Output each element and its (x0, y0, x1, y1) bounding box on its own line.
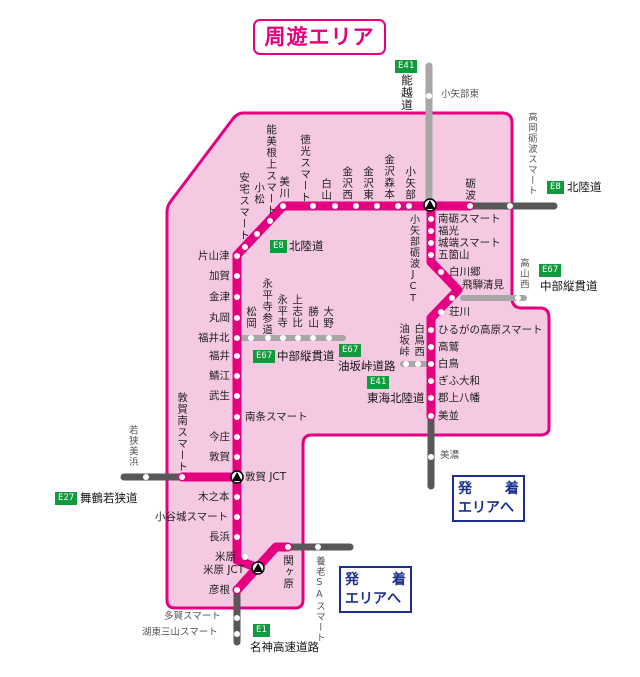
noetsu-name: 能越道 (400, 74, 414, 112)
station-tsuruga-minami: 敦賀南スマート (176, 392, 189, 473)
meishin-route (232, 542, 293, 595)
station-oyabe-higashi: 小矢部東 (441, 89, 480, 100)
station-tokumitsu: 徳光スマート (299, 134, 312, 203)
station-aburasaka-toge: 油坂峠 (398, 323, 411, 358)
station-eiheiji: 永平寺 (276, 294, 289, 329)
station-yoro: 養老SAスマート (313, 556, 325, 643)
station-imajo: 今庄 (209, 431, 230, 443)
station-takaoka-tonami: 高岡砺波スマート (525, 112, 537, 196)
station-kinomoto: 木之本 (198, 491, 230, 503)
station-eiheiji-sando: 永平寺参道 (261, 278, 274, 336)
hokuriku-inner-name: 北陸道 (289, 239, 324, 253)
meishin-name: 名神高速道路 (250, 640, 319, 654)
station-ataka: 安宅スマート (238, 172, 251, 241)
station-hakusan: 白山 (320, 178, 333, 201)
junction-tsuruga-icon (230, 470, 244, 484)
station-fukumitsu: 福光 (438, 225, 459, 237)
station-gujo-hachiman: 郡上八幡 (438, 392, 480, 404)
departure-label: 発 (458, 481, 472, 497)
station-komatsu: 小松 (253, 182, 266, 205)
station-shirotori-nishi: 白鳥西 (413, 323, 426, 358)
station-hida-kiyomi: 飛騨清見 (462, 279, 504, 291)
station-fukui: 福井 (209, 350, 230, 362)
station-minami: 美並 (438, 410, 459, 422)
station-koto-sanzan: 湖東三山スマート (142, 627, 218, 638)
station-kaga: 加賀 (209, 270, 230, 282)
departure-area-box: 発 着 エリアへ (452, 475, 525, 522)
chubu-inner-badge: E67 (253, 350, 276, 363)
station-shokawa: 荘川 (449, 306, 470, 318)
station-shirotori: 白鳥 (438, 358, 459, 370)
station-katsuyama: 勝山 (307, 306, 320, 329)
station-tonami: 砺波 (464, 178, 477, 201)
station-mikawa: 美川 (278, 176, 291, 199)
station-kanazawa-nishi: 金沢西 (341, 166, 354, 201)
station-odanijo: 小谷城スマート (155, 511, 229, 523)
meishin-badge: E1 (253, 624, 270, 637)
station-maruoka: 丸岡 (209, 312, 230, 324)
station-fukui-kita: 福井北 (198, 332, 230, 344)
station-hikone: 彦根 (209, 584, 230, 596)
station-ono: 大野 (322, 306, 335, 329)
to-area-label: エリアへ (345, 591, 401, 607)
station-johana: 城端スマート (438, 237, 501, 249)
arrival-label: 着 (505, 481, 519, 497)
station-nanjo: 南条スマート (245, 411, 308, 423)
hokuriku-top-name: 北陸道 (567, 180, 602, 194)
station-hirugano: ひるがの高原スマート (438, 324, 543, 336)
station-dots (143, 93, 521, 637)
station-maibara: 米原 (215, 551, 236, 563)
station-kanazu: 金津 (209, 291, 230, 303)
station-katayamazu: 片山津 (198, 250, 230, 262)
station-matsuoka: 松岡 (245, 306, 258, 329)
station-sabae: 鯖江 (209, 370, 230, 382)
station-taga: 多賀スマート (164, 611, 221, 622)
hokuriku-inner-badge: E8 (270, 240, 287, 253)
junction-maibara: 米原 JCT (203, 564, 245, 576)
station-nomi-neagari: 能美根上スマート (265, 124, 278, 216)
station-shirakawago: 白川郷 (449, 266, 481, 278)
junction-koyabe-tonami: 小矢部砺波JCT (407, 214, 419, 305)
station-takefu: 武生 (209, 390, 230, 402)
chubu-right-name: 中部縦貫道 (540, 279, 598, 293)
station-gokayama: 五箇山 (438, 249, 470, 261)
station-tsuruga: 敦賀 (209, 451, 230, 463)
junction-koyabe-tonami-icon (423, 198, 437, 212)
departure-label: 発 (345, 572, 359, 588)
station-takayama-nishi: 高山西 (517, 258, 529, 290)
noetsu-badge: E41 (395, 60, 418, 73)
hokuriku-top-badge: E8 (547, 181, 564, 194)
station-nagahama: 長浜 (209, 531, 230, 543)
station-oyabe: 小矢部 (404, 166, 417, 201)
station-takasu: 高鷲 (438, 341, 459, 353)
station-wakasa-mihama: 若狭美浜 (126, 425, 138, 467)
station-sekigahara: 関ヶ原 (282, 555, 295, 590)
station-kanazawa-morimoto: 金沢森本 (383, 154, 396, 200)
arrival-label: 着 (392, 572, 406, 588)
touring-area (165, 111, 551, 610)
maizuru-badge: E27 (55, 492, 78, 505)
station-mino: 美濃 (440, 450, 460, 461)
station-nanto: 南砺スマート (438, 213, 501, 225)
station-kamishihi: 上志比 (291, 294, 304, 329)
station-kanazawa-higashi: 金沢東 (362, 166, 375, 201)
junction-tsuruga: 敦賀 JCT (245, 471, 287, 483)
chubu-inner-name: 中部縦貫道 (277, 349, 335, 363)
to-area-label: エリアへ (458, 500, 514, 516)
junction-maibara-icon (251, 561, 265, 575)
tokai-hokuriku-badge: E41 (367, 376, 390, 389)
chubu-right-badge: E67 (539, 264, 562, 277)
station-gifu-yamato: ぎふ大和 (438, 375, 480, 387)
aburasaka-badge: E67 (339, 344, 362, 357)
page-title: 周遊エリア (253, 19, 386, 55)
maizuru-name: 舞鶴若狭道 (80, 491, 138, 505)
aburasaka-name: 油坂峠道路 (338, 359, 396, 373)
departure-area-box: 発 着 エリアへ (339, 566, 412, 613)
tokai-hokuriku-name: 東海北陸道 (367, 391, 425, 405)
